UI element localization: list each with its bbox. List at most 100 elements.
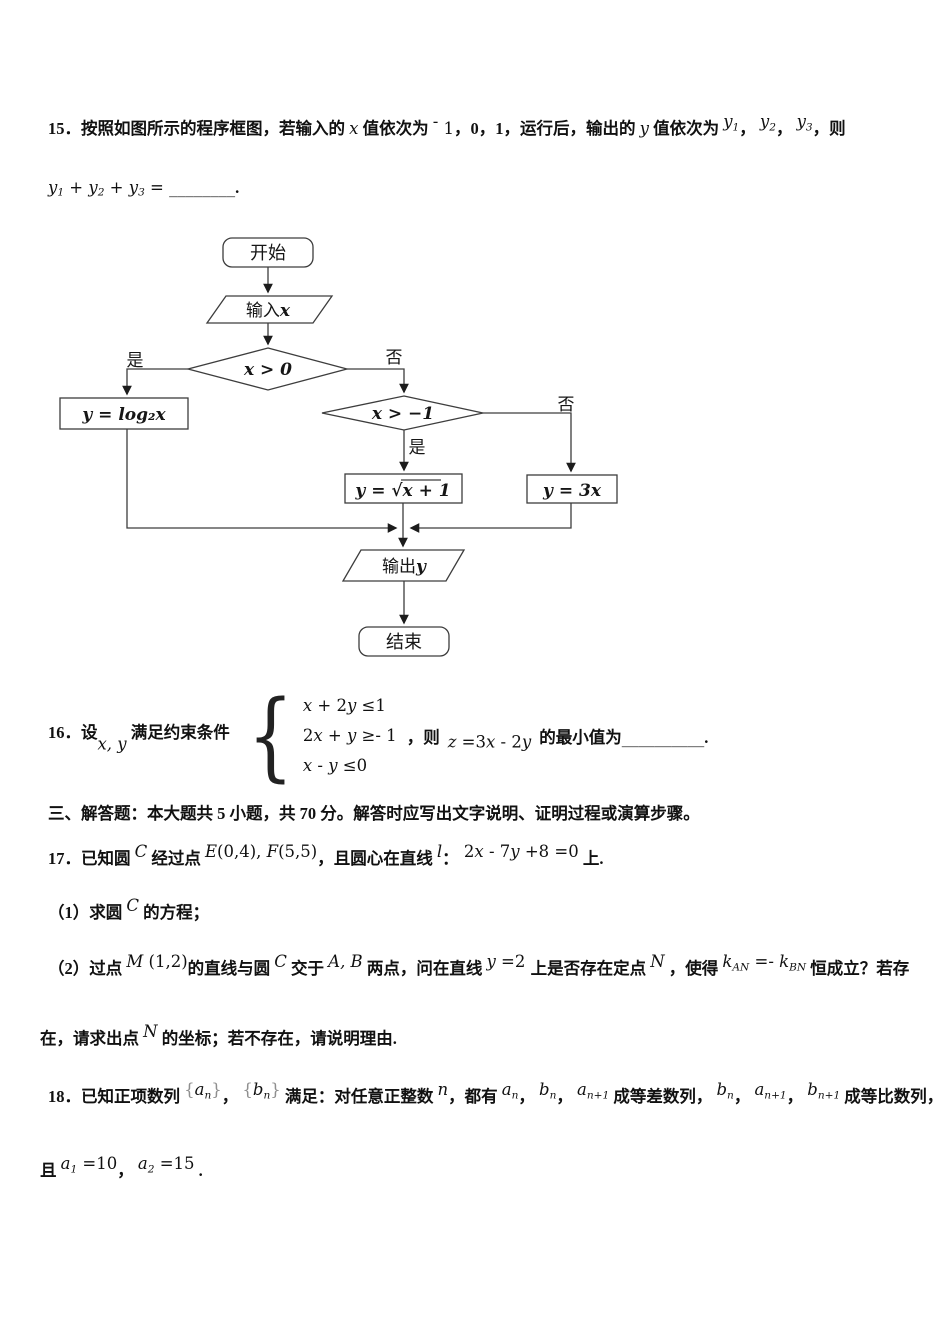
decision2-label: x > −1 — [371, 404, 434, 424]
text-run: __________ — [621, 728, 705, 747]
text-run: 恒成立？若存 — [806, 958, 910, 978]
process-3x-shape — [526, 474, 618, 504]
text-run: 15．按照如图所示的程序框图，若输入的 — [48, 118, 350, 138]
text-run: . — [704, 728, 709, 747]
text-run: n — [204, 1089, 212, 1102]
process-log-shape — [59, 397, 189, 430]
text-run: ： — [442, 848, 459, 868]
text-run: BN — [789, 961, 807, 974]
text-run: y — [521, 732, 532, 752]
text-run: 上是否存在定点 — [530, 958, 651, 978]
section-3-header: 三、解答题：本大题共 5 小题，共 70 分。解答时应写出文字说明、证明过程或演… — [48, 802, 700, 826]
text-run: . — [194, 1160, 203, 1180]
text-run: 成等差数列， — [609, 1086, 717, 1106]
text-run: n+1 — [764, 1089, 787, 1102]
text-run: ，则 — [406, 728, 440, 747]
text-run: （2）过点 — [48, 958, 127, 978]
text-run: 的最小值为 — [539, 728, 622, 747]
text-run: k — [779, 952, 790, 971]
text-run: ≥- 1 — [356, 726, 397, 746]
text-run: x — [302, 696, 313, 716]
end-node-shape — [358, 626, 450, 657]
text-run: =2 — [495, 952, 531, 971]
text-run: } — [270, 1080, 281, 1099]
text-run: 2 — [302, 726, 314, 746]
text-run: b — [716, 1080, 728, 1099]
text-run: 上. — [578, 848, 604, 868]
text-run: a — [577, 1080, 587, 1099]
text-run: + — [64, 178, 89, 197]
text-run: - — [312, 755, 329, 775]
text-run: 的直线与圆 — [187, 958, 275, 978]
text-run: 16．设 — [48, 722, 98, 742]
text-run: + 2 — [312, 696, 347, 716]
text-run: ， — [556, 1086, 578, 1106]
text-run: 2 — [97, 186, 105, 199]
text-run: AN — [732, 961, 750, 974]
text-run: x, y — [97, 734, 127, 754]
text-run: y — [48, 178, 58, 197]
text-run: （1）求圆 — [48, 902, 127, 922]
text-run: ，0，1，运行后，输出的 — [454, 118, 640, 138]
constraint-line-2: 2x + y ≥- 1 — [303, 721, 397, 751]
constraint-brace: { — [247, 679, 294, 792]
start-node-shape — [222, 237, 314, 268]
text-run: l — [436, 842, 443, 861]
text-run: b — [807, 1080, 818, 1099]
text-run: y — [346, 696, 357, 716]
constraint-line-3: x - y ≤0 — [303, 751, 397, 781]
text-run: 的坐标；若不存在，请说明理由. — [157, 1028, 397, 1048]
text-run: 满足约束条件 — [126, 722, 230, 742]
text-run: ， — [733, 1086, 755, 1106]
text-run: C — [134, 842, 148, 861]
text-run: x — [485, 732, 496, 752]
text-run: } — [211, 1080, 222, 1099]
constraint-system: x + 2y ≤1 2x + y ≥- 1 x - y ≤0 — [303, 691, 397, 780]
question-18-line1: 18．已知正项数列 {an}， {bn} 满足：对任意正整数 n，都有 an， … — [48, 1078, 943, 1109]
text-run: N — [650, 952, 665, 971]
text-run: =3 — [456, 732, 486, 752]
text-run: a — [60, 1154, 71, 1173]
text-run: ， — [775, 118, 797, 138]
text-run: y — [88, 178, 98, 197]
text-run: 三、解答题：本大题共 5 小题，共 70 分。解答时应写出文字说明、证明过程或演… — [48, 804, 700, 823]
edge-decision1-no — [347, 368, 409, 394]
text-run: 成等比数列， — [840, 1086, 944, 1106]
decision1-shape — [185, 347, 350, 391]
input-node-label: 输入x — [246, 301, 291, 321]
process-log-label: y = log₂x — [81, 405, 166, 425]
text-run: 2 — [147, 1163, 155, 1176]
text-run: = — [144, 178, 170, 197]
text-run: y — [346, 726, 357, 746]
text-run: n+1 — [817, 1089, 841, 1102]
text-run: 经过点 — [147, 848, 205, 868]
text-run: x — [474, 842, 484, 861]
text-run: y — [328, 755, 338, 775]
text-run: y — [639, 118, 649, 138]
decision1-label: x > 0 — [243, 360, 292, 380]
edge-decision1-yes — [122, 368, 188, 396]
text-run: 在，请求出点 — [40, 1028, 144, 1048]
yes-label-2: 是 — [409, 438, 426, 457]
program-flowchart: 开始 输入x x > 0 是 否 y = log₂x x > −1 是 否 y … — [59, 237, 618, 657]
no-label-1: 否 — [386, 348, 403, 367]
text-run: 1 — [732, 121, 740, 134]
question-18-line2: 且 a1 =10， a2 =15 . — [40, 1152, 203, 1183]
text-run: a — [137, 1154, 148, 1173]
text-run: N — [143, 1022, 158, 1041]
text-run: 且 — [40, 1160, 61, 1180]
text-run: C — [126, 896, 139, 915]
text-run: a — [501, 1080, 512, 1099]
question-15-answer-blank: y1 + y2 + y3 = ________. — [48, 176, 239, 201]
process-sqrt-label: y = √x + 1 — [354, 481, 450, 501]
text-run: a — [754, 1080, 765, 1099]
text-run: ， — [739, 118, 760, 138]
edge-3x-to-merge — [409, 503, 572, 533]
text-run: 满足：对任意正整数 — [280, 1086, 438, 1106]
edge-decision2-no — [483, 412, 576, 473]
text-run: n+1 — [586, 1089, 610, 1102]
question-15-text: 15．按照如图所示的程序框图，若输入的 x 值依次为 - 1，0，1，运行后，输… — [48, 110, 928, 141]
text-run: ，使得 — [664, 958, 723, 978]
text-run: (0,4), — [217, 842, 267, 861]
